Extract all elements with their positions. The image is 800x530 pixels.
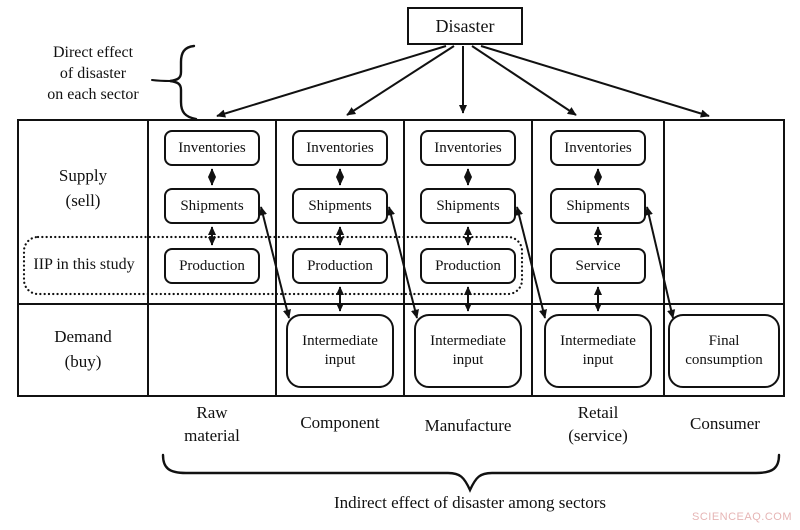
box-inventories-manufacture: Inventories	[420, 130, 516, 166]
sector-label-manufacture: Manufacture	[398, 414, 538, 437]
arrow-disaster-to-raw-material	[216, 45, 447, 118]
arrow-disaster-to-component	[346, 45, 455, 116]
box-label: Inventories	[434, 139, 502, 156]
box-intermediate-input-manufacture: Intermediate input	[414, 314, 522, 388]
arrow-manufacture-shipments-to-retail-input	[515, 206, 547, 319]
box-label-line1: Intermediate	[430, 332, 506, 349]
demand-line2: (buy)	[64, 352, 102, 371]
box-label: Shipments	[566, 197, 630, 214]
row-label-supply: Supply (sell)	[20, 163, 146, 213]
sector-label-line1: Component	[300, 413, 380, 432]
direct-effect-line1: Direct effect	[52, 44, 134, 61]
box-label: Inventories	[306, 139, 374, 156]
row-label-iip: IIP in this study	[33, 256, 135, 273]
box-label: Production	[307, 257, 373, 274]
box-label: Service	[575, 257, 621, 274]
box-label-line1: Final	[708, 332, 740, 349]
box-label: Shipments	[308, 197, 372, 214]
box-label: Shipments	[436, 197, 500, 214]
box-service-retail: Service	[550, 248, 646, 284]
box-label-line2: consumption	[685, 352, 763, 368]
sector-label-retail: Retail (service)	[528, 401, 668, 447]
sector-label-component: Component	[270, 411, 410, 434]
sector-label-line1: Raw	[196, 403, 228, 422]
box-production-manufacture: Production	[420, 248, 516, 284]
watermark: SCIENCEAQ.COM	[691, 511, 792, 523]
indirect-effect-annotation: Indirect effect of disaster among sector…	[333, 493, 607, 512]
arrow-raw-shipments-to-component-input	[259, 206, 291, 319]
box-shipments-component: Shipments	[292, 188, 388, 224]
supply-line2: (sell)	[65, 191, 101, 210]
box-label-line1: Intermediate	[560, 332, 636, 349]
arrow-retail-shipments-to-final-consumption	[644, 206, 676, 319]
box-intermediate-input-retail: Intermediate input	[544, 314, 652, 388]
disaster-box: Disaster	[407, 7, 523, 45]
disaster-label: Disaster	[435, 15, 495, 36]
box-inventories-component: Inventories	[292, 130, 388, 166]
box-label-line2: input	[582, 352, 614, 368]
box-final-consumption-consumer: Final consumption	[668, 314, 780, 388]
sector-label-line1: Retail	[577, 403, 619, 422]
box-label-line2: input	[324, 352, 356, 368]
direct-effect-brace	[169, 44, 198, 121]
arrow-disaster-to-retail	[471, 45, 577, 116]
arrow-disaster-to-consumer	[480, 45, 710, 118]
box-inventories-retail: Inventories	[550, 130, 646, 166]
sector-label-line2: (service)	[568, 426, 628, 445]
indirect-effect-brace	[161, 453, 781, 493]
direct-effect-line3: on each sector	[47, 86, 139, 103]
direct-effect-line2: of disaster	[59, 65, 127, 82]
sector-label-raw-material: Raw material	[142, 401, 282, 447]
box-inventories-raw-material: Inventories	[164, 130, 260, 166]
box-label: Production	[435, 257, 501, 274]
box-label: Inventories	[564, 139, 632, 156]
box-intermediate-input-component: Intermediate input	[286, 314, 394, 388]
sector-label-line1: Manufacture	[424, 416, 512, 435]
box-production-component: Production	[292, 248, 388, 284]
box-label: Production	[179, 257, 245, 274]
sector-label-line1: Consumer	[690, 414, 760, 433]
sector-label-consumer: Consumer	[655, 412, 795, 435]
box-production-raw-material: Production	[164, 248, 260, 284]
direct-effect-annotation: Direct effect of disaster on each sector	[18, 42, 168, 105]
sector-label-line2: material	[184, 426, 240, 445]
row-label-demand: Demand (buy)	[20, 324, 146, 374]
arrow-component-shipments-to-manufacture-input	[387, 206, 419, 319]
box-label: Shipments	[180, 197, 244, 214]
supply-line1: Supply	[58, 166, 108, 185]
box-shipments-raw-material: Shipments	[164, 188, 260, 224]
demand-line1: Demand	[54, 327, 112, 346]
box-label: Inventories	[178, 139, 246, 156]
box-shipments-manufacture: Shipments	[420, 188, 516, 224]
box-label-line2: input	[452, 352, 484, 368]
box-shipments-retail: Shipments	[550, 188, 646, 224]
box-label-line1: Intermediate	[302, 332, 378, 349]
